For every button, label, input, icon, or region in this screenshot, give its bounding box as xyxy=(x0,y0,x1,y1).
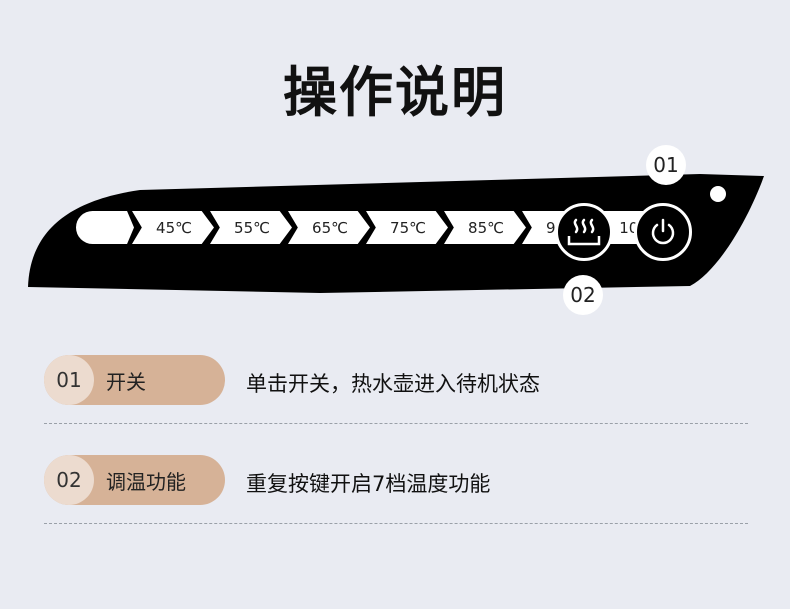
instruction-pill: 01 开关 xyxy=(44,355,225,405)
page-title: 操作说明 xyxy=(283,61,507,124)
instruction-description: 重复按键开启7档温度功能 xyxy=(246,472,491,496)
temp-level-55: 55℃ xyxy=(210,211,292,244)
instruction-pill: 02 调温功能 xyxy=(44,455,225,505)
callout-heat: 02 xyxy=(563,275,603,315)
callout-power: 01 xyxy=(646,145,686,185)
instruction-number: 01 xyxy=(44,355,94,405)
divider xyxy=(44,423,748,424)
instruction-label: 调温功能 xyxy=(106,469,186,494)
temp-level-75: 75℃ xyxy=(366,211,448,244)
divider xyxy=(44,523,748,524)
temp-level-45: 45℃ xyxy=(132,211,214,244)
heat-button[interactable] xyxy=(555,203,613,261)
heat-icon xyxy=(567,218,601,246)
temp-level-65: 65℃ xyxy=(288,211,370,244)
instruction-number: 02 xyxy=(44,455,94,505)
temp-level-85: 85℃ xyxy=(444,211,526,244)
instruction-row-2: 02 调温功能 xyxy=(44,455,225,505)
instruction-label: 开关 xyxy=(106,369,146,394)
temperature-bar-start xyxy=(76,211,134,244)
indicator-light xyxy=(710,186,726,202)
instruction-row-1: 01 开关 xyxy=(44,355,225,405)
instruction-description: 单击开关，热水壶进入待机状态 xyxy=(246,372,540,396)
power-button[interactable] xyxy=(634,203,692,261)
power-icon xyxy=(651,218,675,245)
